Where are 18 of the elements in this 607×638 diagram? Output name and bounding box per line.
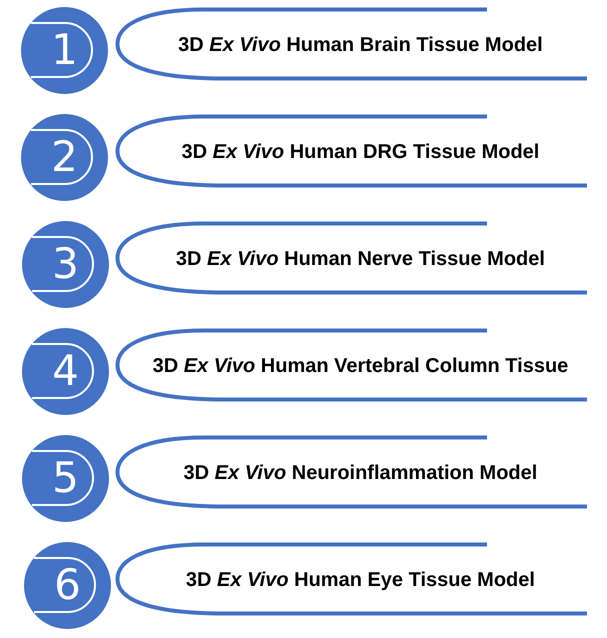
model-title: 3D Ex Vivo Human Vertebral Column Tissue bbox=[152, 354, 568, 378]
step-number: 6 bbox=[54, 564, 81, 606]
model-title: 3D Ex Vivo Neuroinflammation Model bbox=[184, 460, 538, 484]
model-title: 3D Ex Vivo Human Nerve Tissue Model bbox=[176, 246, 545, 270]
model-title: 3D Ex Vivo Human DRG Tissue Model bbox=[182, 140, 540, 164]
title-banner bbox=[115, 542, 587, 617]
title-banner bbox=[115, 114, 587, 189]
title-banner bbox=[115, 435, 587, 510]
step-number: 1 bbox=[51, 28, 78, 71]
step-number: 3 bbox=[52, 242, 79, 285]
title-banner bbox=[115, 221, 587, 296]
step-number: 2 bbox=[51, 136, 78, 178]
model-title: 3D Ex Vivo Human Brain Tissue Model bbox=[178, 32, 543, 56]
step-number: 4 bbox=[52, 350, 79, 392]
step-number: 5 bbox=[52, 456, 79, 499]
model-title: 3D Ex Vivo Human Eye Tissue Model bbox=[186, 568, 535, 592]
title-banner bbox=[115, 7, 587, 82]
title-banner bbox=[115, 328, 587, 403]
